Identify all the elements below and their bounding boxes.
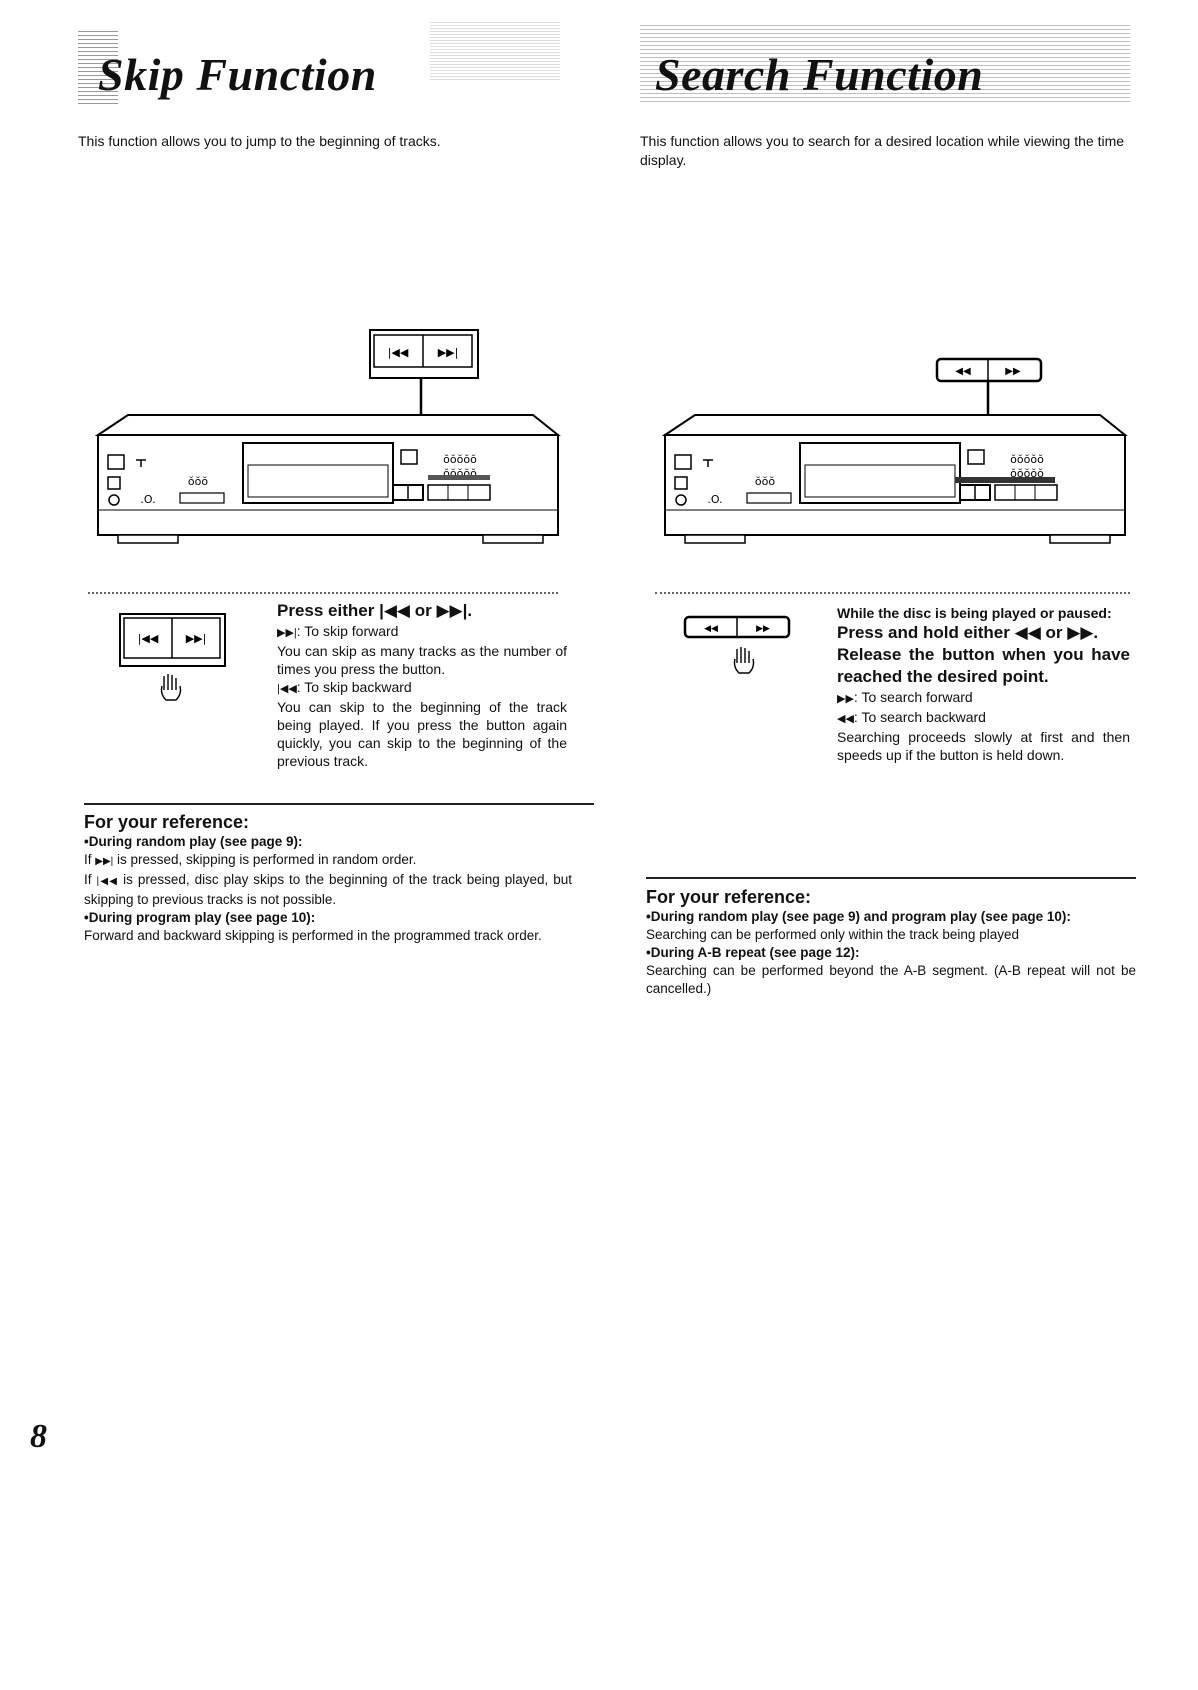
skip-ref-title: For your reference: [84, 812, 250, 832]
skip-buttons-callout: |◀◀ ▶▶| [369, 329, 479, 495]
svg-text:ŏŏŏ: ŏŏŏ [188, 475, 208, 488]
svg-text:▶▶|: ▶▶| [438, 346, 459, 359]
search-reference: For your reference: •During random play … [646, 887, 1136, 998]
skip-ref2-head: •During program play (see page 10): [84, 910, 316, 925]
skip-ref1-line2: If |◀◀ is pressed, disc play skips to th… [84, 872, 572, 907]
skip-back-icon: |◀◀ [138, 632, 159, 645]
title-decoration [78, 30, 118, 104]
search-forward-icon: ▶▶ [837, 693, 854, 705]
skip-ref2-text: Forward and backward skipping is perform… [84, 928, 542, 943]
search-forward-icon: ▶▶ [1067, 623, 1094, 642]
skip-back-icon: |◀◀ [379, 601, 410, 620]
search-note: Searching proceeds slowly at first and t… [837, 729, 1130, 763]
divider-dotted [88, 592, 558, 594]
svg-text:ŏŏŏŏŏ: ŏŏŏŏŏ [1010, 467, 1044, 480]
search-intro: This function allows you to search for a… [640, 133, 1125, 168]
pointing-hand-icon [160, 674, 182, 701]
skip-ref1-line1: If ▶▶| is pressed, skipping is performed… [84, 852, 417, 867]
svg-text:ŏŏŏŏŏ: ŏŏŏŏŏ [1010, 453, 1044, 466]
skip-step-illustration: |◀◀ ▶▶| [119, 613, 226, 701]
search-step2: Release the button when you have reached… [837, 645, 1130, 686]
skip-title: Skip Function [98, 49, 377, 100]
reference-rule [84, 803, 594, 805]
skip-reference: For your reference: •During random play … [84, 812, 572, 945]
skip-intro: This function allows you to jump to the … [78, 133, 441, 149]
skip-ref1-head: •During random play (see page 9): [84, 834, 303, 849]
svg-text:.O.: .O. [707, 493, 722, 506]
search-step-illustration: ◀◀ ▶▶ [683, 615, 791, 674]
skip-forward-desc: You can skip as many tracks as the numbe… [277, 643, 567, 677]
search-back-icon: ◀◀ [837, 713, 854, 725]
svg-text:◀◀: ◀◀ [955, 366, 971, 377]
svg-text:▶▶: ▶▶ [1005, 366, 1021, 377]
skip-forward-icon: ▶▶| [95, 856, 114, 867]
skip-back-icon: |◀◀ [277, 683, 297, 695]
skip-forward-line: ▶▶|: To skip forward [277, 623, 399, 639]
title-decoration [640, 22, 1130, 102]
search-backward-line: ◀◀: To search backward [837, 709, 986, 725]
cd-player-illustration: ◀◀ ▶▶ .O. ŏŏŏ ŏŏŏŏŏ ŏŏŏŏŏ [661, 357, 1128, 544]
search-step1: Press and hold either ◀◀ or ▶▶. [837, 623, 1099, 642]
search-ref2-head: •During A-B repeat (see page 12): [646, 945, 860, 960]
svg-text:|◀◀: |◀◀ [388, 346, 409, 359]
reference-rule [646, 877, 1136, 879]
skip-back-icon: |◀◀ [96, 876, 119, 887]
page-number: 8 [30, 1418, 47, 1455]
search-ref-title: For your reference: [646, 887, 812, 907]
divider-dotted [655, 592, 1130, 594]
skip-backward-line: |◀◀: To skip backward [277, 679, 412, 695]
search-ref1-text: Searching can be performed only within t… [646, 927, 1019, 942]
skip-forward-icon: ▶▶| [436, 601, 468, 620]
svg-text:ŏŏŏ: ŏŏŏ [755, 475, 775, 488]
skip-backward-desc: You can skip to the beginning of the tra… [277, 699, 567, 769]
search-back-icon: ◀◀ [704, 624, 718, 634]
svg-text:.O.: .O. [140, 493, 155, 506]
pointing-hand-icon [733, 647, 755, 674]
search-ref1-head: •During random play (see page 9) and pro… [646, 909, 1071, 924]
skip-forward-icon: ▶▶| [186, 632, 207, 645]
search-condition: While the disc is being played or paused… [837, 605, 1112, 621]
search-forward-icon: ▶▶ [756, 624, 770, 634]
search-forward-line: ▶▶: To search forward [837, 689, 973, 705]
skip-step-heading: Press either |◀◀ or ▶▶|. [277, 601, 473, 620]
title-decoration [430, 20, 560, 80]
search-ref2-text: Searching can be performed beyond the A-… [646, 963, 1136, 996]
skip-forward-icon: ▶▶| [277, 627, 297, 639]
search-title: Search Function [655, 49, 984, 100]
search-back-icon: ◀◀ [1014, 623, 1041, 642]
cd-player-illustration: |◀◀ ▶▶| .O. ŏŏŏ ŏŏŏŏŏ ŏŏŏŏŏ [94, 329, 561, 544]
svg-text:ŏŏŏŏŏ: ŏŏŏŏŏ [443, 453, 477, 466]
